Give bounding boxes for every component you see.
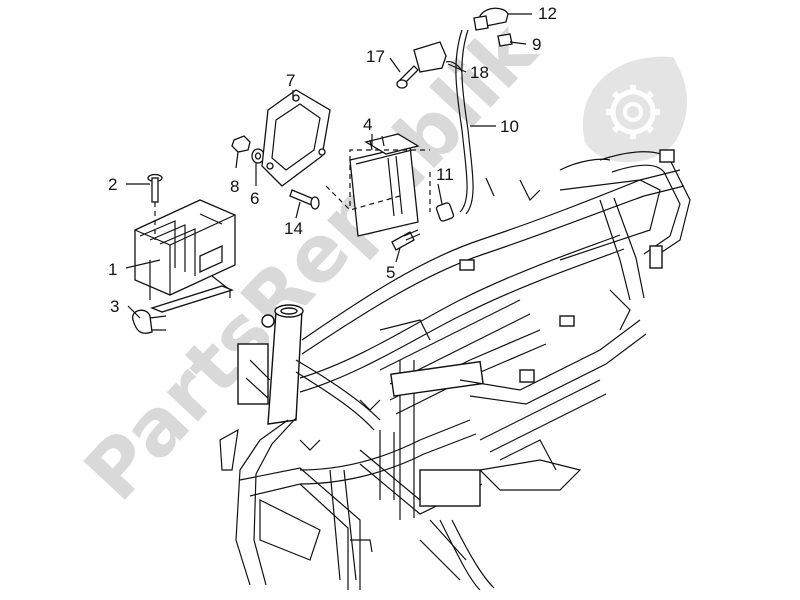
part-cap-9 <box>497 33 513 47</box>
gear-icon <box>582 56 688 163</box>
callout-8: 8 <box>230 177 239 196</box>
part-clamp-18 <box>413 41 463 73</box>
part-mounting-plate <box>261 89 331 187</box>
callout-1: 1 <box>108 260 117 279</box>
scooter-frame <box>219 149 691 591</box>
leader-lines <box>125 13 532 319</box>
callout-2: 2 <box>108 175 117 194</box>
callout-10: 10 <box>500 117 519 136</box>
callout-17: 17 <box>366 47 385 66</box>
callout-11: 11 <box>436 165 454 184</box>
callout-12: 12 <box>538 4 557 23</box>
callout-7: 7 <box>286 71 295 90</box>
part-screw-5 <box>391 229 421 251</box>
callout-3: 3 <box>110 297 119 316</box>
callout-9: 9 <box>532 35 541 54</box>
callout-5: 5 <box>386 263 395 282</box>
part-ht-cable <box>455 29 474 215</box>
callout-6: 6 <box>250 189 259 208</box>
part-plug-cap <box>473 7 509 31</box>
callout-labels: 2 1 3 4 5 6 7 8 9 10 11 12 14 17 18 <box>108 4 557 316</box>
part-washer-6 <box>251 148 265 164</box>
callout-18: 18 <box>470 63 489 82</box>
part-bolt-14 <box>289 189 320 210</box>
part-regulator <box>134 199 236 300</box>
part-cdi-module <box>349 133 420 237</box>
part-connector-11 <box>435 202 455 222</box>
callout-4: 4 <box>363 115 372 134</box>
callout-14: 14 <box>284 219 303 238</box>
part-screw-2 <box>147 173 163 203</box>
part-bolt-17 <box>396 65 419 89</box>
part-nut-8 <box>231 135 251 153</box>
